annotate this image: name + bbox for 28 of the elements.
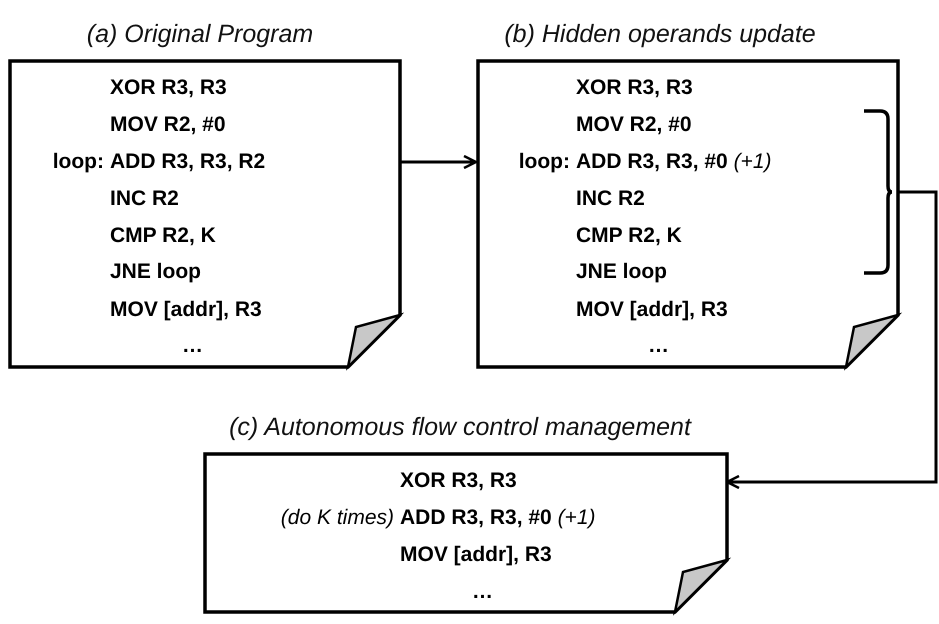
panel-heading: (b) Hidden operands update <box>504 19 816 49</box>
code-line: JNE loop <box>576 259 668 285</box>
ellipsis: … <box>472 579 493 605</box>
code-line: INC R2 <box>576 186 645 212</box>
arrow <box>400 154 478 170</box>
code-line: ADD R3, R3, #0 (+1) <box>400 505 596 531</box>
code-line: MOV R2, #0 <box>110 112 226 138</box>
code-comment: (do K times) <box>280 505 394 531</box>
panel-heading: (a) Original Program <box>86 19 314 49</box>
code-line: ADD R3, R3, R2 <box>110 149 266 175</box>
code-line: MOV R2, #0 <box>576 112 692 138</box>
code-line: MOV [addr], R3 <box>400 542 552 568</box>
code-line: INC R2 <box>110 186 179 212</box>
ellipsis: … <box>182 333 203 359</box>
code-line: ADD R3, R3, #0 (+1) <box>576 149 772 175</box>
panel-heading: (c) Autonomous flow control management <box>229 412 691 442</box>
code-line: MOV [addr], R3 <box>576 297 728 323</box>
code-line: XOR R3, R3 <box>400 468 517 494</box>
code-line: XOR R3, R3 <box>576 75 693 101</box>
code-line: CMP R2, K <box>576 223 682 249</box>
code-line: JNE loop <box>110 259 202 285</box>
code-line: XOR R3, R3 <box>110 75 227 101</box>
code-line: MOV [addr], R3 <box>110 297 262 323</box>
arrow <box>726 190 938 490</box>
code-label: loop: <box>52 149 104 175</box>
ellipsis: … <box>648 333 669 359</box>
code-label: loop: <box>518 149 570 175</box>
code-line: CMP R2, K <box>110 223 216 249</box>
